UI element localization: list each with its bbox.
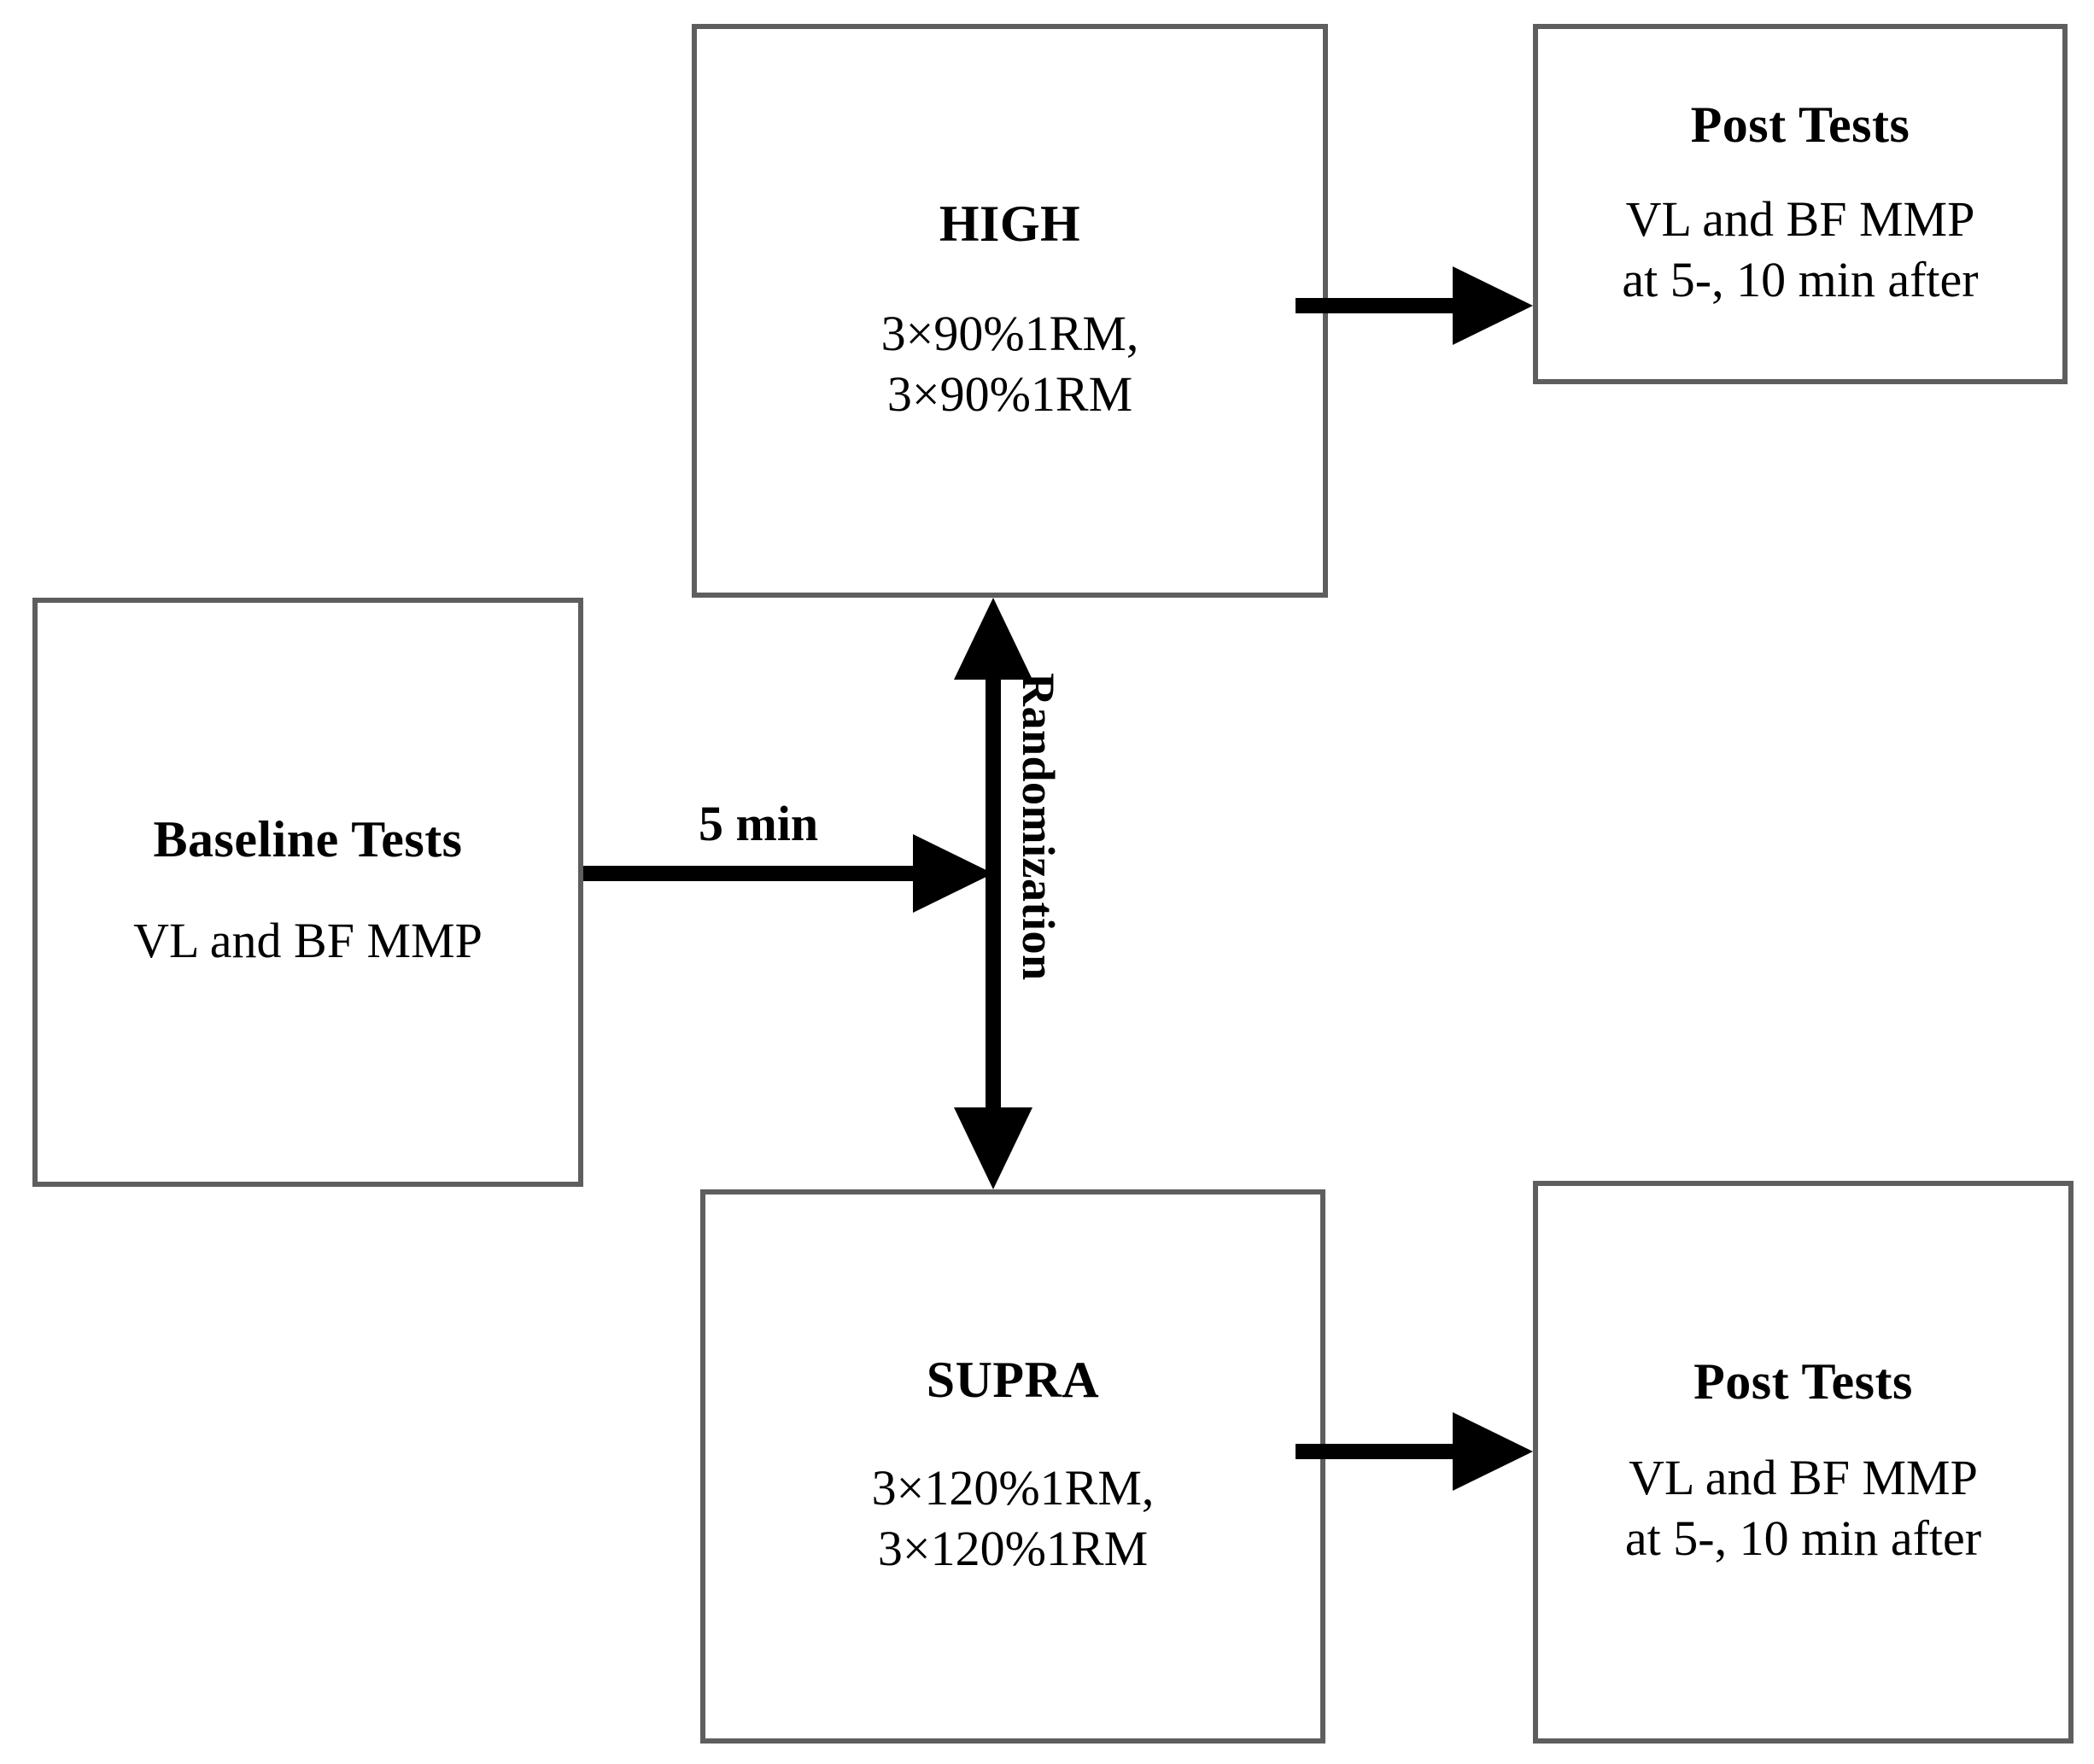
node-post-tests-supra: Post Tests VL and BF MMP at 5-, 10 min a… — [1533, 1181, 2074, 1744]
node-baseline-tests-title: Baseline Tests — [153, 811, 463, 868]
node-post-tests-supra-body: VL and BF MMP at 5-, 10 min after — [1624, 1450, 1982, 1566]
node-supra: SUPRA 3×120%1RM, 3×120%1RM — [700, 1189, 1325, 1744]
edge-label-randomization: Randomization — [1013, 673, 1064, 981]
arrow-shaft — [1296, 298, 1453, 313]
node-high: HIGH 3×90%1RM, 3×90%1RM — [692, 24, 1328, 598]
edge-label-5-min: 5 min — [699, 796, 819, 851]
arrow-head-down-icon — [954, 1107, 1032, 1189]
node-high-body: 3×90%1RM, 3×90%1RM — [880, 305, 1139, 422]
arrow-head-right-icon — [913, 834, 993, 913]
arrow-shaft — [583, 866, 913, 881]
node-post-tests-high-title: Post Tests — [1690, 96, 1910, 153]
node-supra-body: 3×120%1RM, 3×120%1RM — [871, 1460, 1155, 1576]
arrow-shaft — [1296, 1444, 1453, 1459]
node-post-tests-supra-title: Post Tests — [1693, 1353, 1913, 1411]
node-high-title: HIGH — [939, 195, 1081, 252]
node-baseline-tests-body: VL and BF MMP — [133, 913, 483, 969]
arrow-shaft — [986, 632, 1001, 1155]
arrow-head-right-icon — [1453, 266, 1533, 345]
node-post-tests-high: Post Tests VL and BF MMP at 5-, 10 min a… — [1533, 24, 2068, 384]
arrow-head-right-icon — [1453, 1412, 1533, 1491]
node-supra-title: SUPRA — [926, 1352, 1100, 1409]
node-post-tests-high-body: VL and BF MMP at 5-, 10 min after — [1622, 190, 1979, 307]
node-baseline-tests: Baseline Tests VL and BF MMP — [32, 598, 583, 1187]
